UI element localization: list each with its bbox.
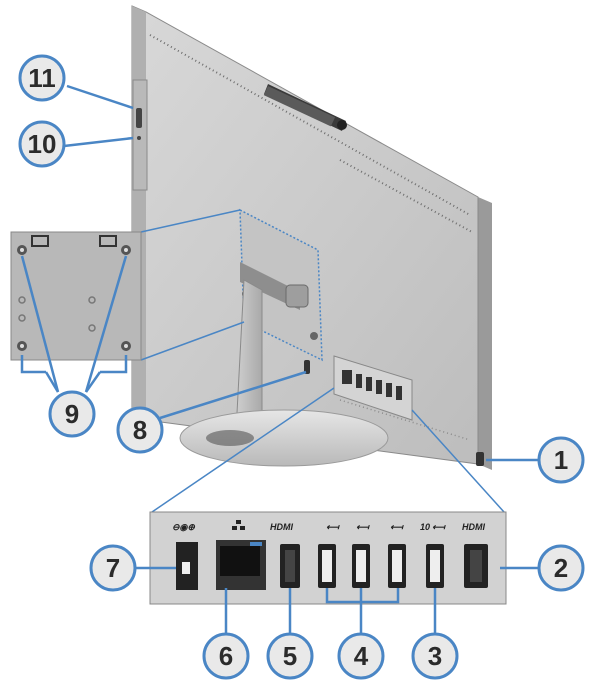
side-panel xyxy=(132,79,148,191)
svg-text:6: 6 xyxy=(219,641,233,671)
callout-6: 6 xyxy=(202,632,250,680)
svg-text:3: 3 xyxy=(428,641,442,671)
hdmi-in-icon: HDMI xyxy=(462,522,485,532)
leader-lines xyxy=(20,84,540,636)
power-connector-icon: ⊖◉⊕ xyxy=(172,522,195,532)
callout-7: 7 xyxy=(89,544,137,592)
webcam-bar xyxy=(263,84,347,131)
svg-text:2: 2 xyxy=(554,553,568,583)
svg-text:⟻: ⟻ xyxy=(356,522,370,532)
svg-text:9: 9 xyxy=(65,399,79,429)
stand-base xyxy=(179,409,389,467)
callout-9: 9 xyxy=(48,390,96,438)
svg-text:⊖◉⊕: ⊖◉⊕ xyxy=(172,522,195,532)
svg-text:7: 7 xyxy=(106,553,120,583)
power-button xyxy=(136,108,142,128)
callout-11: 11 xyxy=(18,54,66,102)
hdmi-out-icon: HDMI xyxy=(270,522,293,532)
callout-10: 10 xyxy=(18,120,66,168)
monitor-body xyxy=(131,5,492,470)
ethernet-icon xyxy=(232,520,245,530)
svg-text:⟻: ⟻ xyxy=(390,522,404,532)
callout-3: 3 xyxy=(411,632,459,680)
rear-io-small xyxy=(304,355,413,421)
svg-text:10: 10 xyxy=(420,522,430,532)
callout-8: 8 xyxy=(116,406,164,454)
svg-text:⟻: ⟻ xyxy=(326,522,340,532)
svg-text:10: 10 xyxy=(28,129,57,159)
usb-icon: ⟻ ⟻ ⟻ xyxy=(326,522,404,532)
stand-hinge xyxy=(240,262,309,310)
indicator-light xyxy=(137,136,141,140)
side-port xyxy=(476,452,484,466)
svg-text:11: 11 xyxy=(28,63,56,93)
svg-text:8: 8 xyxy=(133,415,147,445)
callout-1: 1 xyxy=(537,436,585,484)
svg-text:⟻: ⟻ xyxy=(432,522,446,532)
callout-4: 4 xyxy=(337,632,385,680)
svg-text:1: 1 xyxy=(554,445,568,475)
svg-text:5: 5 xyxy=(283,641,297,671)
callout-2: 2 xyxy=(537,544,585,592)
callout-5: 5 xyxy=(266,632,314,680)
usb-10gbps-icon: 10 ⟻ xyxy=(420,522,446,532)
svg-text:4: 4 xyxy=(354,641,369,671)
